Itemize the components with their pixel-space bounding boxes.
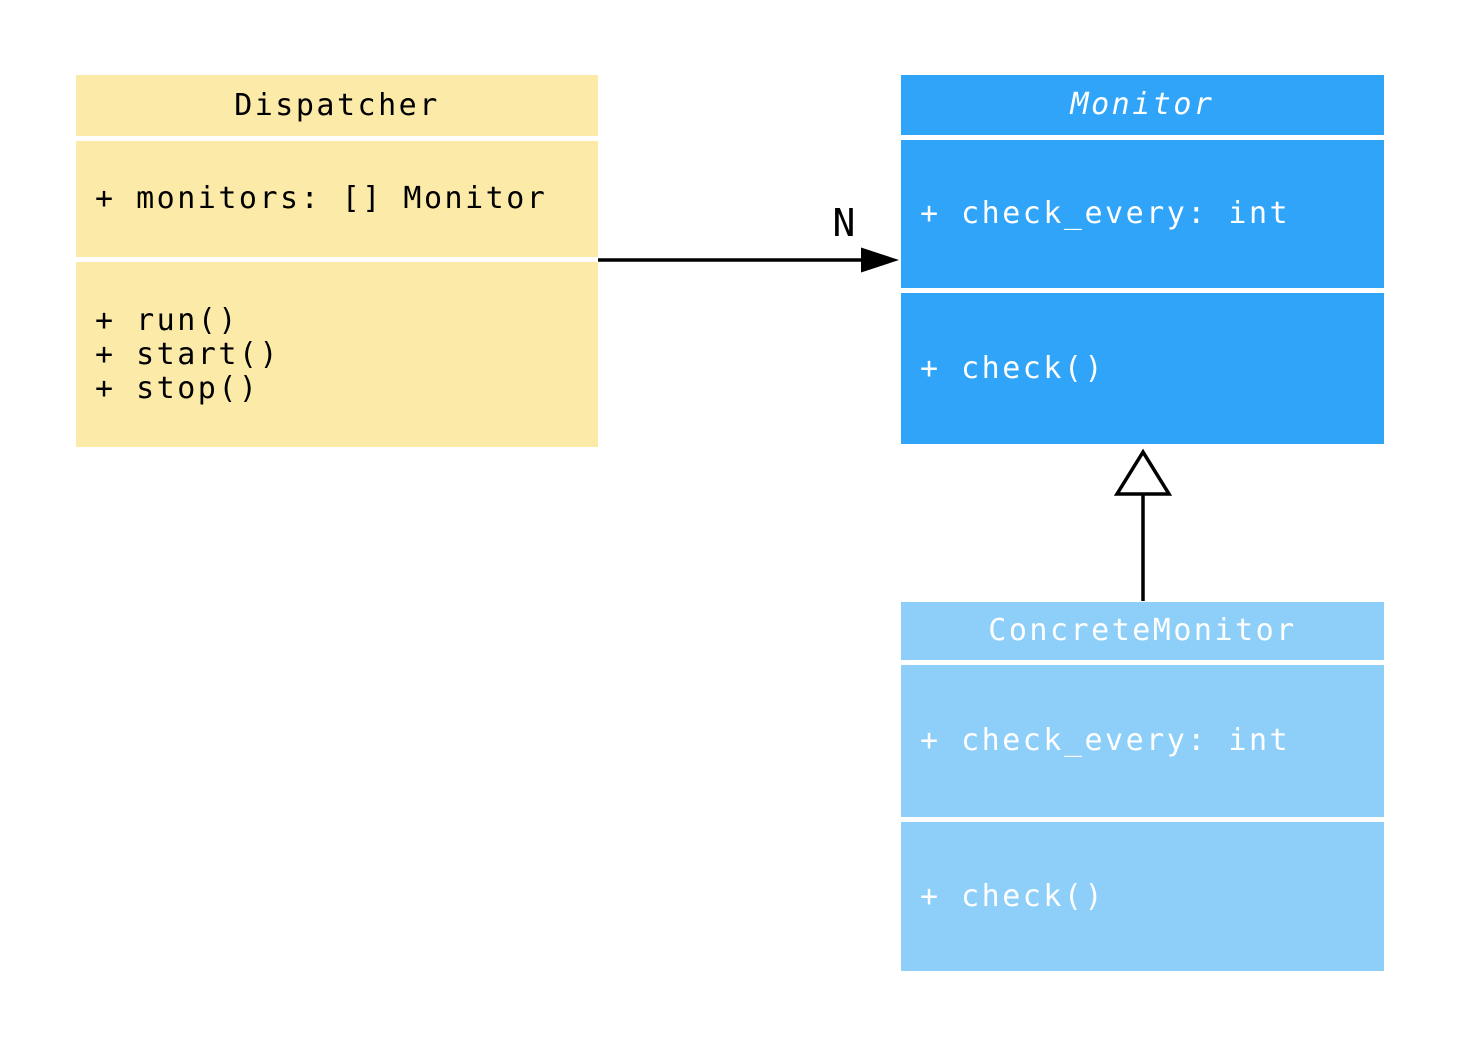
class-monitor-title: Monitor xyxy=(901,75,1384,135)
class-concrete-monitor-title: ConcreteMonitor xyxy=(901,602,1384,660)
inheritance-arrow xyxy=(1113,448,1173,601)
method-start: + start() xyxy=(95,336,281,372)
attribute-check-every: + check_every: int xyxy=(920,196,1291,231)
method-check: + check() xyxy=(920,350,1106,386)
hollow-triangle-icon xyxy=(1113,448,1173,496)
association-multiplicity-label: N xyxy=(832,201,856,245)
attribute-check-every: + check_every: int xyxy=(920,723,1291,758)
filled-arrowhead-icon xyxy=(861,247,899,273)
class-dispatcher-title: Dispatcher xyxy=(76,75,598,136)
class-monitor: Monitor + check_every: int + check() xyxy=(901,75,1384,444)
attribute-monitors: + monitors: [] Monitor xyxy=(95,181,548,216)
class-concrete-monitor-methods: + check() xyxy=(901,822,1384,971)
method-stop: + stop() xyxy=(95,370,260,406)
class-dispatcher: Dispatcher + monitors: [] Monitor + run(… xyxy=(76,75,598,447)
method-check: + check() xyxy=(920,878,1106,914)
class-dispatcher-attributes: + monitors: [] Monitor xyxy=(76,141,598,257)
class-concrete-monitor: ConcreteMonitor + check_every: int + che… xyxy=(901,602,1384,971)
class-monitor-attributes: + check_every: int xyxy=(901,140,1384,288)
class-monitor-methods: + check() xyxy=(901,293,1384,444)
association-arrow xyxy=(598,247,899,273)
class-concrete-monitor-attributes: + check_every: int xyxy=(901,665,1384,817)
method-run: + run() xyxy=(95,302,239,338)
class-dispatcher-methods: + run() + start() + stop() xyxy=(76,262,598,447)
